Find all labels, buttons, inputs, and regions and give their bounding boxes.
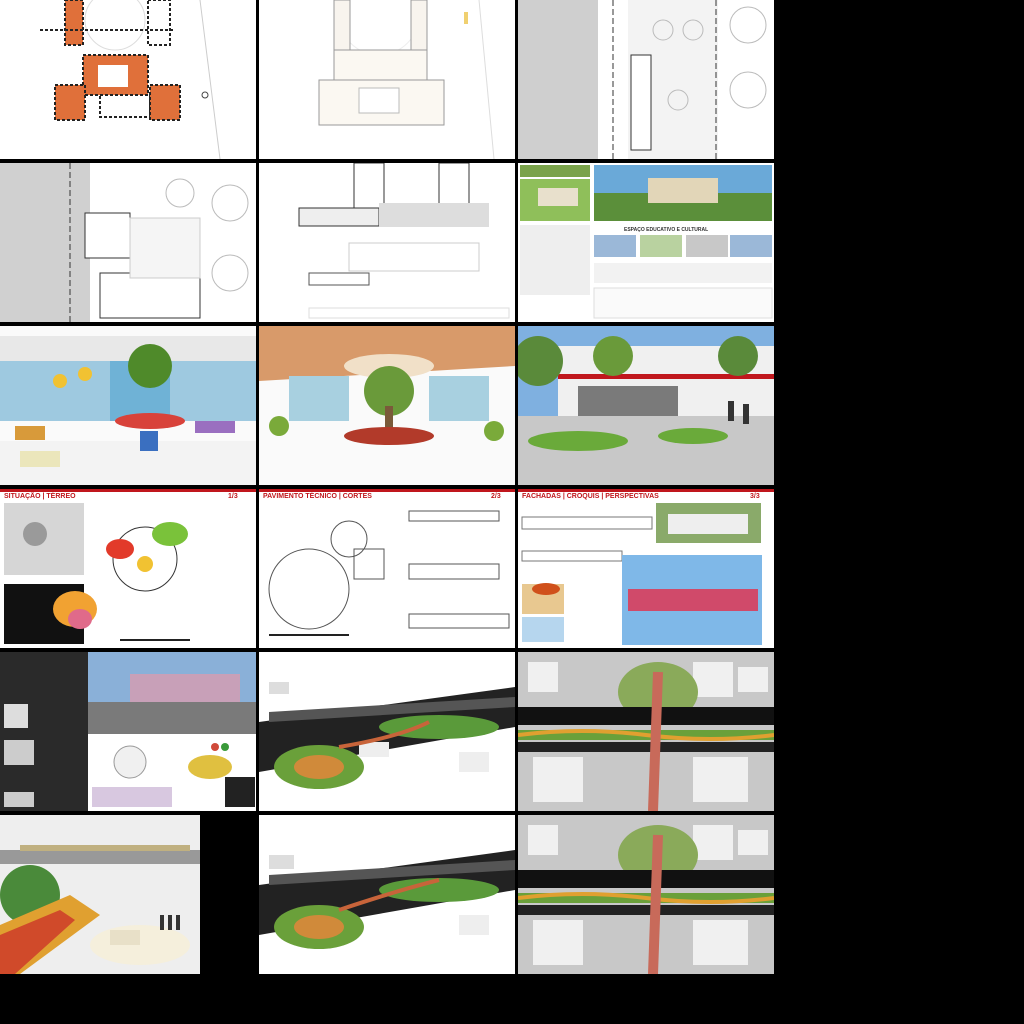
top-view-image [518, 652, 774, 811]
aerial-bridge-image [259, 815, 515, 974]
board-situacao-image: SITUAÇÃO | TÉRREO 1/3 [0, 489, 256, 648]
site-plan-image [0, 163, 256, 322]
board-pavimento-title: PAVIMENTO TÉCNICO | CORTES [263, 491, 372, 500]
board-fachadas-page: 3/3 [750, 493, 760, 500]
thumbnail-top-view-2[interactable] [518, 815, 774, 974]
thumbnail-site-plan-2[interactable] [0, 163, 256, 322]
site-plan-image [518, 0, 774, 159]
aerial-bridge-image [259, 652, 515, 811]
thumbnail-floor-plan-orange[interactable] [0, 0, 256, 159]
top-view-image [518, 815, 774, 974]
plaza-render-image [0, 815, 200, 974]
interior-sketch-image [0, 326, 256, 485]
board-situacao-page: 1/3 [228, 493, 238, 500]
presentation-title: ESPAÇO EDUCATIVO E CULTURAL [624, 227, 708, 233]
dark-board-image [0, 652, 256, 811]
board-fachadas-image: FACHADAS | CROQUIS | PERSPECTIVAS 3/3 [518, 489, 774, 648]
thumbnail-board-fachadas[interactable]: FACHADAS | CROQUIS | PERSPECTIVAS 3/3 [518, 489, 774, 648]
thumbnail-board-pavimento[interactable]: PAVIMENTO TÉCNICO | CORTES 2/3 [259, 489, 515, 648]
thumbnail-interior-sketch[interactable] [0, 326, 256, 485]
thumbnail-site-plan[interactable] [518, 0, 774, 159]
floor-plan-image [0, 0, 256, 159]
board-situacao-title: SITUAÇÃO | TÉRREO [4, 491, 76, 500]
presentation-board-image: ESPAÇO EDUCATIVO E CULTURAL [518, 163, 774, 322]
sections-image [259, 163, 515, 322]
thumbnail-sections[interactable] [259, 163, 515, 322]
thumbnail-aerial-bridge-2[interactable] [259, 815, 515, 974]
thumbnail-board-situacao[interactable]: SITUAÇÃO | TÉRREO 1/3 [0, 489, 256, 648]
board-pavimento-page: 2/3 [491, 493, 501, 500]
thumbnail-aerial-bridge[interactable] [259, 652, 515, 811]
exterior-render-image [518, 326, 774, 485]
board-pavimento-image: PAVIMENTO TÉCNICO | CORTES 2/3 [259, 489, 515, 648]
interior-sketch-image [259, 326, 515, 485]
thumbnail-floor-plan-light[interactable] [259, 0, 515, 159]
thumbnail-plaza-render[interactable] [0, 815, 200, 974]
thumbnail-top-view[interactable] [518, 652, 774, 811]
thumbnail-dark-board[interactable] [0, 652, 256, 811]
board-fachadas-title: FACHADAS | CROQUIS | PERSPECTIVAS [522, 493, 659, 500]
thumbnail-exterior-render[interactable] [518, 326, 774, 485]
thumbnail-presentation-board[interactable]: ESPAÇO EDUCATIVO E CULTURAL [518, 163, 774, 322]
thumbnail-interior-sketch-warm[interactable] [259, 326, 515, 485]
floor-plan-image [259, 0, 515, 159]
thumbnail-grid: ESPAÇO EDUCATIVO E CULTURAL [0, 0, 774, 974]
